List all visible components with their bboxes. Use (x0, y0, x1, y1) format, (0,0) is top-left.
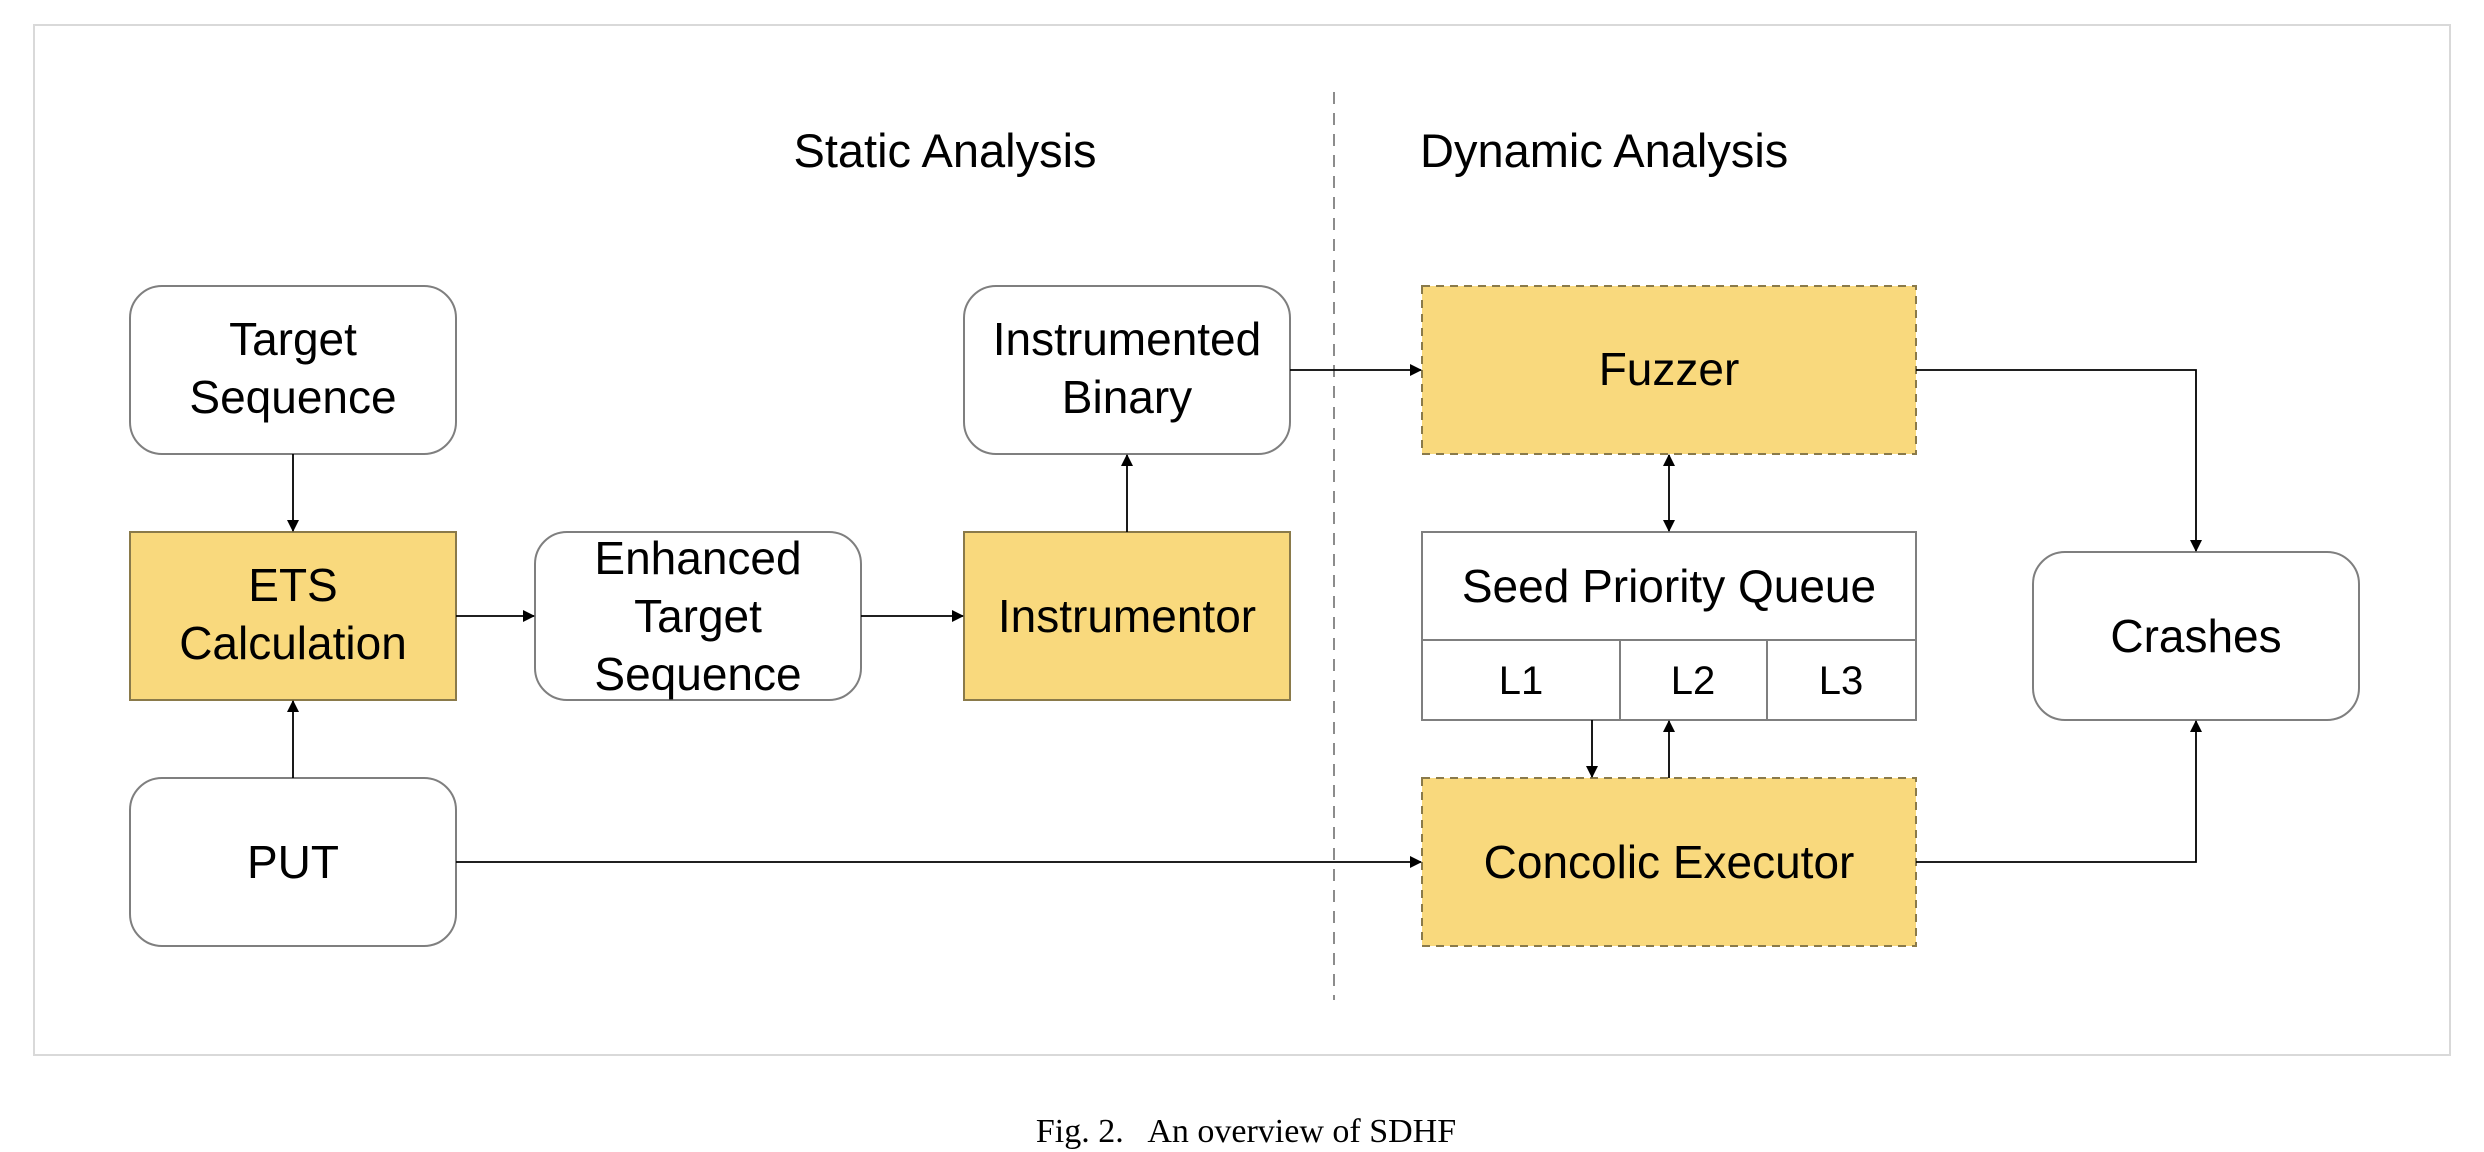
svg-text:Sequence: Sequence (189, 371, 396, 423)
queue-level-l2: L2 (1671, 659, 1716, 703)
svg-text:Target: Target (229, 313, 357, 365)
svg-text:Concolic Executor: Concolic Executor (1484, 836, 1855, 888)
svg-text:Sequence: Sequence (594, 648, 801, 700)
svg-text:ETS: ETS (248, 559, 337, 611)
section-title-dynamic: Dynamic Analysis (1420, 124, 1788, 177)
figure-caption: Fig. 2. An overview of SDHF (1036, 1113, 1456, 1150)
edge-fuzzer-to-crashes (1916, 369, 2202, 552)
node-ets-calculation: ETS Calculation (129, 531, 457, 701)
node-crashes: Crashes (2032, 551, 2360, 721)
svg-text:Seed Priority Queue: Seed Priority Queue (1462, 560, 1876, 612)
node-target-sequence: Target Sequence (129, 285, 457, 455)
node-put: PUT (129, 777, 457, 947)
section-title-static: Static Analysis (793, 124, 1096, 177)
node-fuzzer: Fuzzer (1421, 285, 1917, 455)
svg-text:Fuzzer: Fuzzer (1599, 343, 1740, 395)
svg-text:Instrumented: Instrumented (993, 313, 1261, 365)
edge-concolic-to-crashes (1916, 720, 2202, 863)
node-enhanced-target-sequence: Enhanced Target Sequence (534, 531, 862, 701)
svg-text:Crashes: Crashes (2110, 610, 2281, 662)
svg-text:Binary: Binary (1062, 371, 1192, 423)
svg-text:Enhanced: Enhanced (594, 532, 801, 584)
svg-text:Calculation: Calculation (179, 617, 407, 669)
svg-text:Target: Target (634, 590, 762, 642)
node-instrumentor: Instrumentor (963, 531, 1291, 701)
node-instrumented-binary: Instrumented Binary (963, 285, 1291, 455)
svg-text:Instrumentor: Instrumentor (998, 590, 1256, 642)
node-seed-priority-queue: Seed Priority Queue L1 L2 L3 (1421, 531, 1917, 721)
queue-level-l3: L3 (1819, 659, 1864, 703)
queue-level-l1: L1 (1499, 659, 1544, 703)
node-concolic-executor: Concolic Executor (1421, 777, 1917, 947)
svg-text:PUT: PUT (247, 836, 339, 888)
